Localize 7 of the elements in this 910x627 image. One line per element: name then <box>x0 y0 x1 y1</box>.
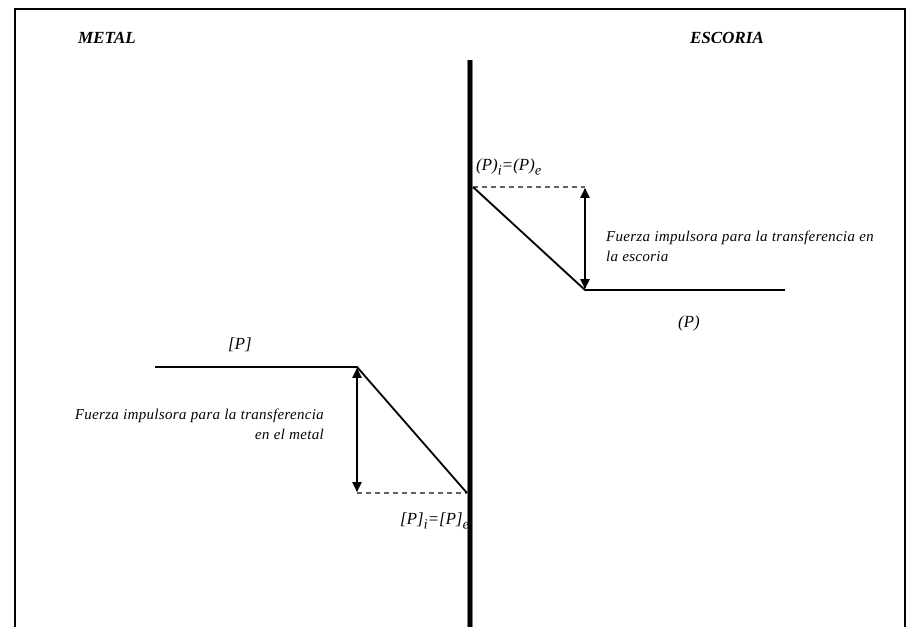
interface-concentration-label: (P)$_{i}$=(P)$_{e}$ <box>476 155 542 180</box>
annotation-text: Fuerza impulsora para la transferencia en el metal <box>74 406 324 445</box>
phase-label: ESCORIA <box>690 28 764 48</box>
concentration-label: (P) <box>678 312 700 332</box>
phase-label: METAL <box>78 28 136 48</box>
annotation-text: Fuerza impulsora para la transferencia en la escoria <box>606 228 875 267</box>
concentration-label: [P] <box>228 334 252 354</box>
